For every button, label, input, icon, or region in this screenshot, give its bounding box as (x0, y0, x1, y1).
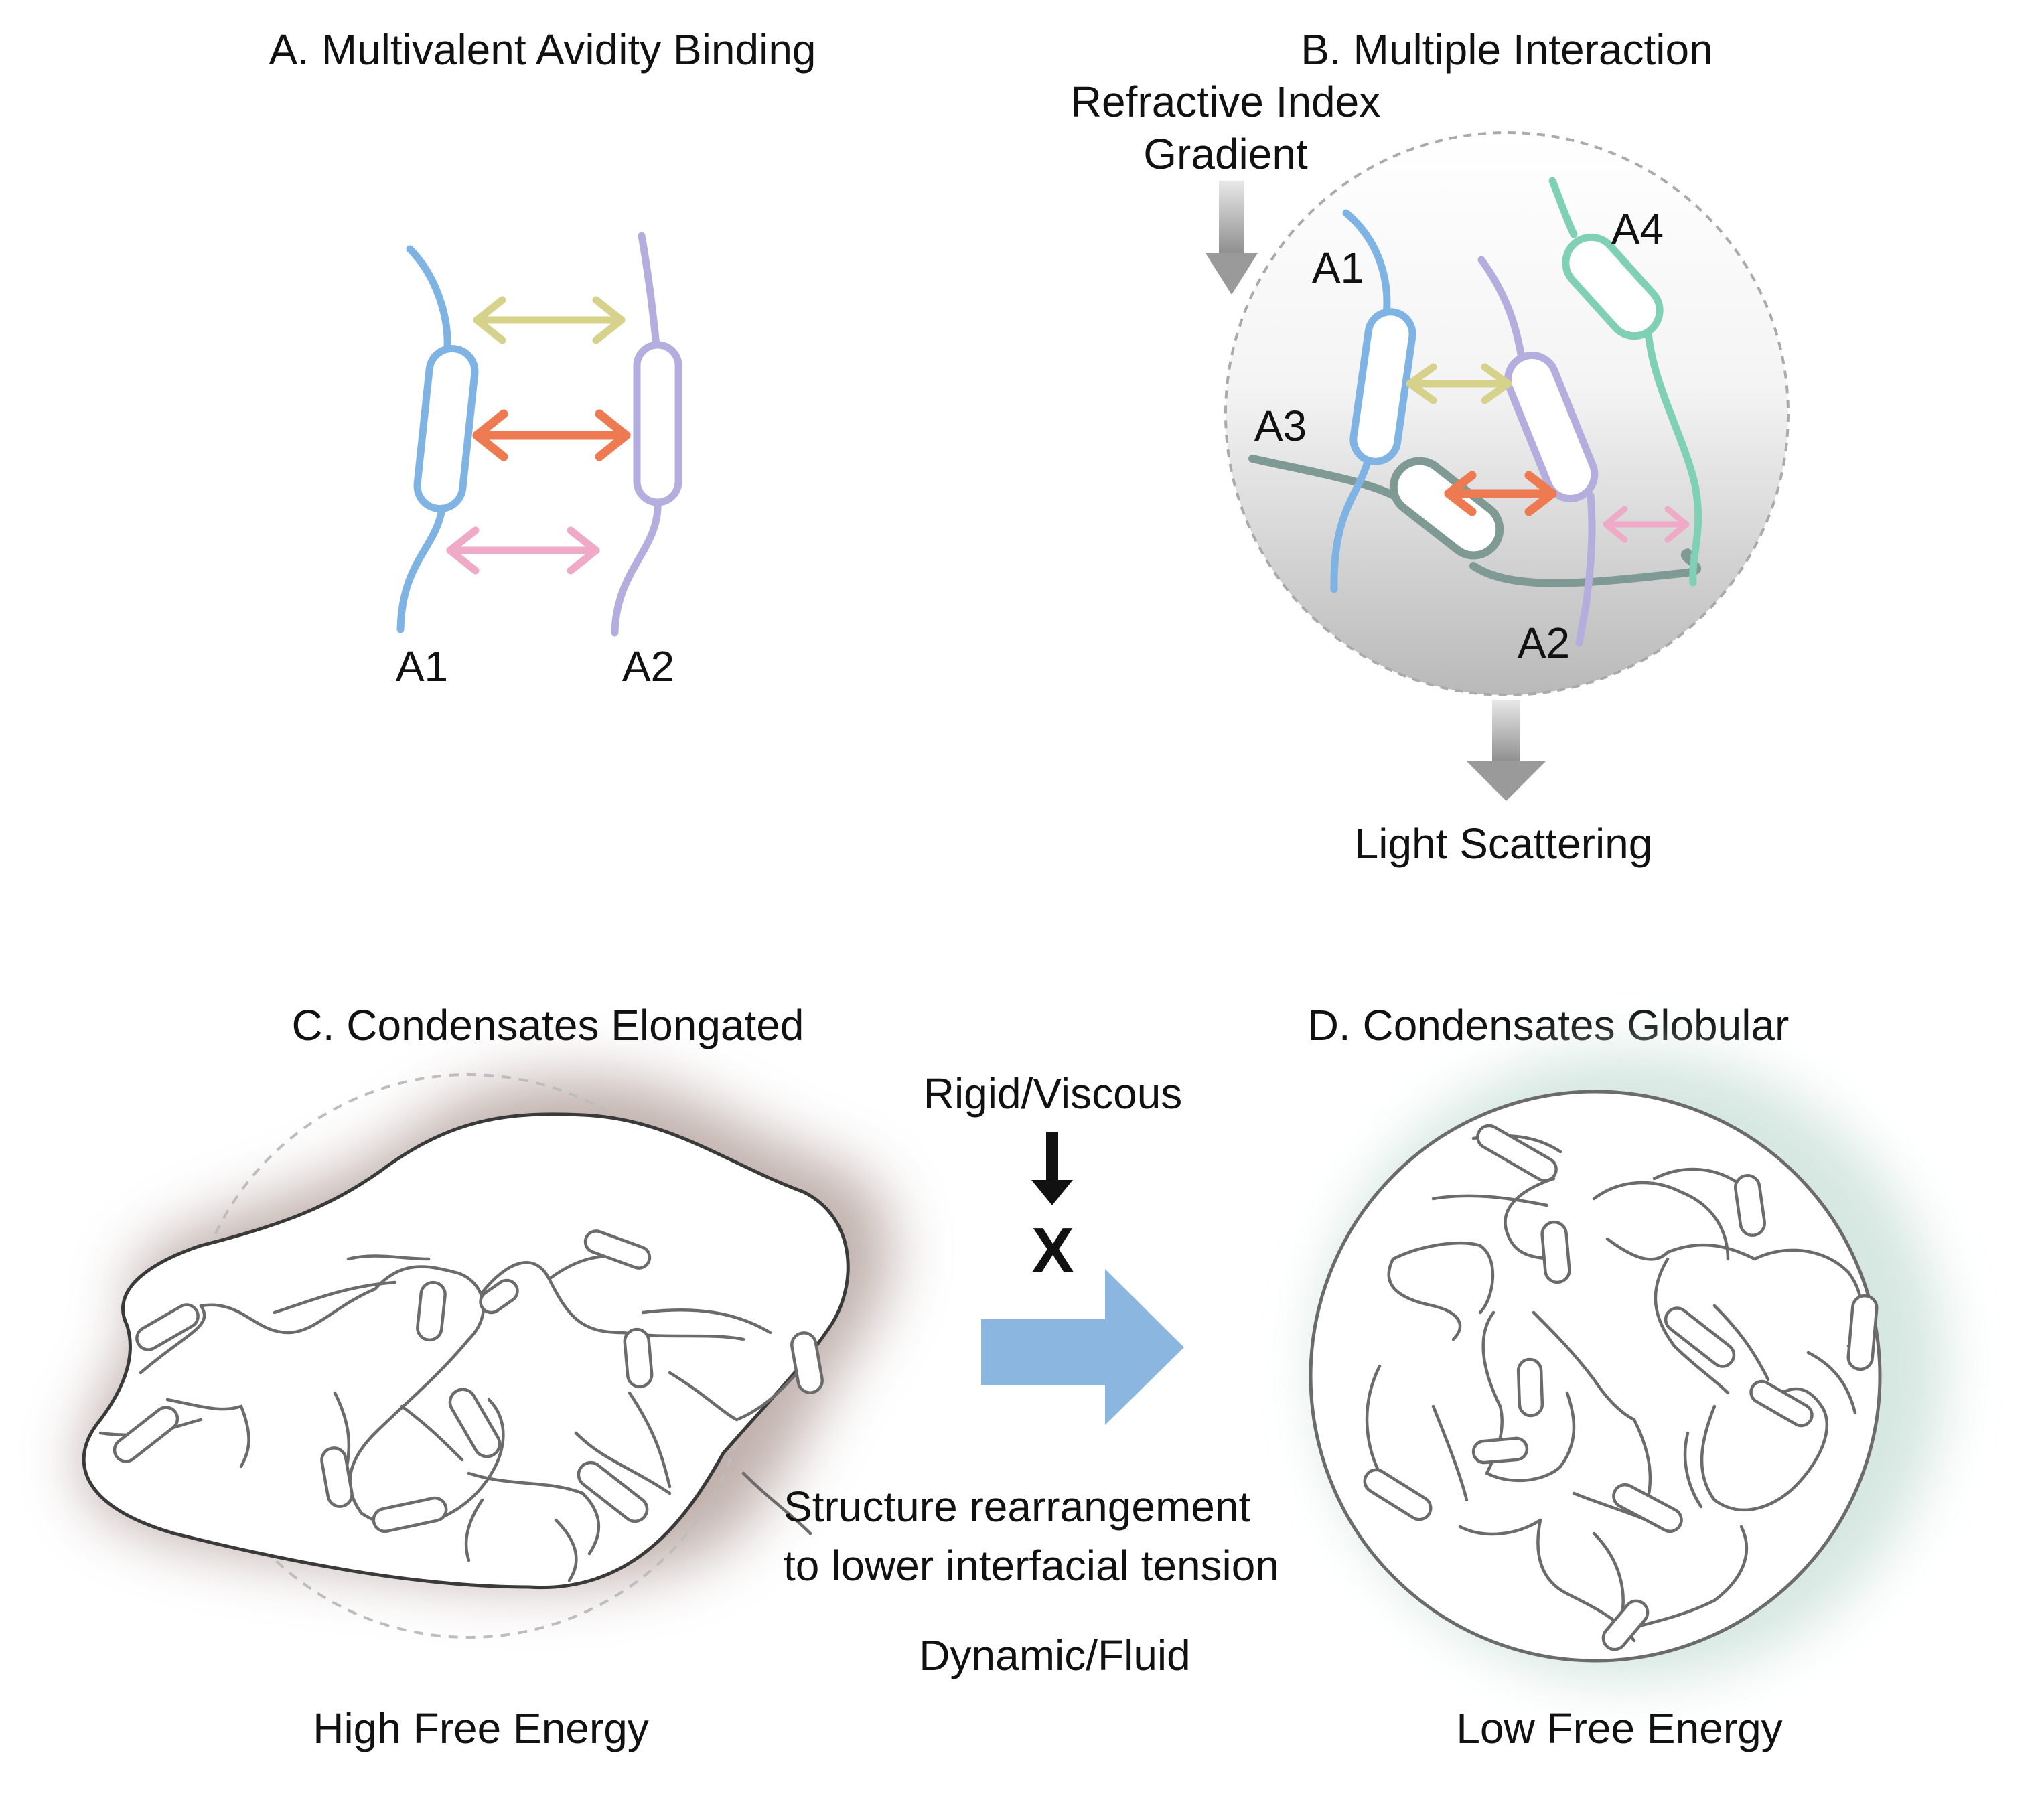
chain-b-a4 (1548, 177, 1702, 587)
interaction-arrow-pink (446, 526, 600, 575)
chain-a2 (611, 232, 682, 637)
condensate-droplet (1224, 131, 1790, 696)
domains-d (1363, 1124, 1879, 1651)
chain-a1 (396, 245, 479, 633)
scatter-arrow-icon (1467, 700, 1546, 801)
label-b-a2: A2 (1518, 619, 1570, 667)
panel-a: A. Multivalent Avidity Binding A1 (269, 25, 816, 690)
high-free-energy-label: High Free Energy (313, 1704, 649, 1752)
blocked-x-mark: X (1031, 1215, 1074, 1286)
panel-c-title: C. Condensates Elongated (292, 1001, 804, 1049)
label-a1: A1 (396, 642, 448, 690)
chain-b-a2 (1477, 256, 1599, 647)
panel-b-title: B. Multiple Interaction (1301, 25, 1712, 74)
gradient-label-line1: Refractive Index (1071, 78, 1380, 126)
elongated-condensate (82, 1112, 850, 1590)
dynamic-fluid-label: Dynamic/Fluid (919, 1631, 1190, 1679)
panel-d: D. Condensates Globular (1308, 1001, 1946, 1681)
interaction-arrow-yellow (473, 296, 626, 344)
interaction-arrow-b-orange (1444, 471, 1557, 516)
gradient-arrow-icon (1206, 181, 1258, 295)
transition-arrow-icon (981, 1269, 1184, 1425)
label-b-a4: A4 (1611, 205, 1664, 253)
label-a2: A2 (622, 642, 674, 690)
panel-c: C. Condensates Elongated (82, 1001, 891, 1639)
low-free-energy-label: Low Free Energy (1456, 1704, 1782, 1752)
globular-condensate (1309, 1090, 1882, 1663)
panel-d-title: D. Condensates Globular (1308, 1001, 1790, 1049)
panel-a-title: A. Multivalent Avidity Binding (269, 25, 816, 74)
label-b-a3: A3 (1254, 402, 1307, 450)
transition: Rigid/Viscous X Structure rearrangement … (784, 1069, 1279, 1679)
rearrangement-caption-line2: to lower interfacial tension (784, 1542, 1279, 1590)
down-arrow-icon (1031, 1132, 1073, 1205)
light-scattering-label: Light Scattering (1355, 820, 1653, 868)
label-b-a1: A1 (1312, 244, 1364, 292)
rearrangement-caption-line1: Structure rearrangement (784, 1483, 1250, 1531)
interaction-arrow-b-yellow (1406, 363, 1512, 404)
interaction-arrow-b-pink (1603, 506, 1690, 543)
domains-c (113, 1229, 824, 1533)
gradient-label-line2: Gradient (1143, 130, 1308, 178)
interaction-arrow-orange (472, 409, 631, 461)
panel-b: B. Multiple Interaction Refractive Index… (1071, 25, 1790, 868)
chain-b-a1 (1330, 209, 1416, 593)
rigid-viscous-label: Rigid/Viscous (924, 1069, 1183, 1118)
